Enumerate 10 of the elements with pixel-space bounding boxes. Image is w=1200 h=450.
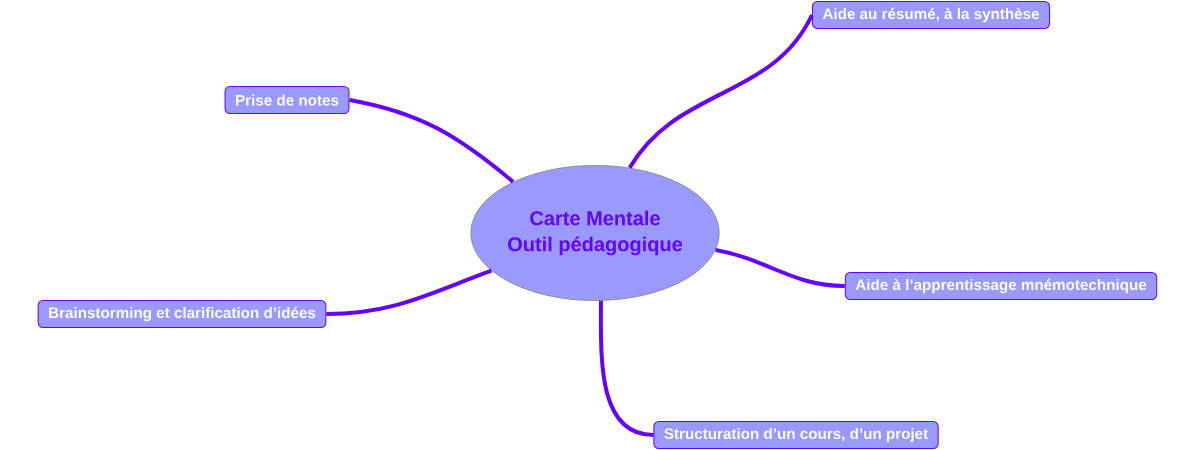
branch-line — [349, 98, 515, 184]
branch-line — [628, 14, 814, 169]
branch-line — [715, 248, 845, 288]
branch-line — [326, 268, 493, 316]
topic-box: Structuration d’un cours, d’un projet — [653, 421, 939, 449]
branch-line — [598, 300, 654, 437]
topic-box: Aide au résumé, à la synthèse — [811, 1, 1051, 29]
topic-box: Aide à l’apprentissage mnémotechnique — [844, 272, 1158, 300]
topic-box: Brainstorming et clarification d’idées — [37, 300, 327, 328]
topic-box: Prise de notes — [224, 86, 350, 114]
